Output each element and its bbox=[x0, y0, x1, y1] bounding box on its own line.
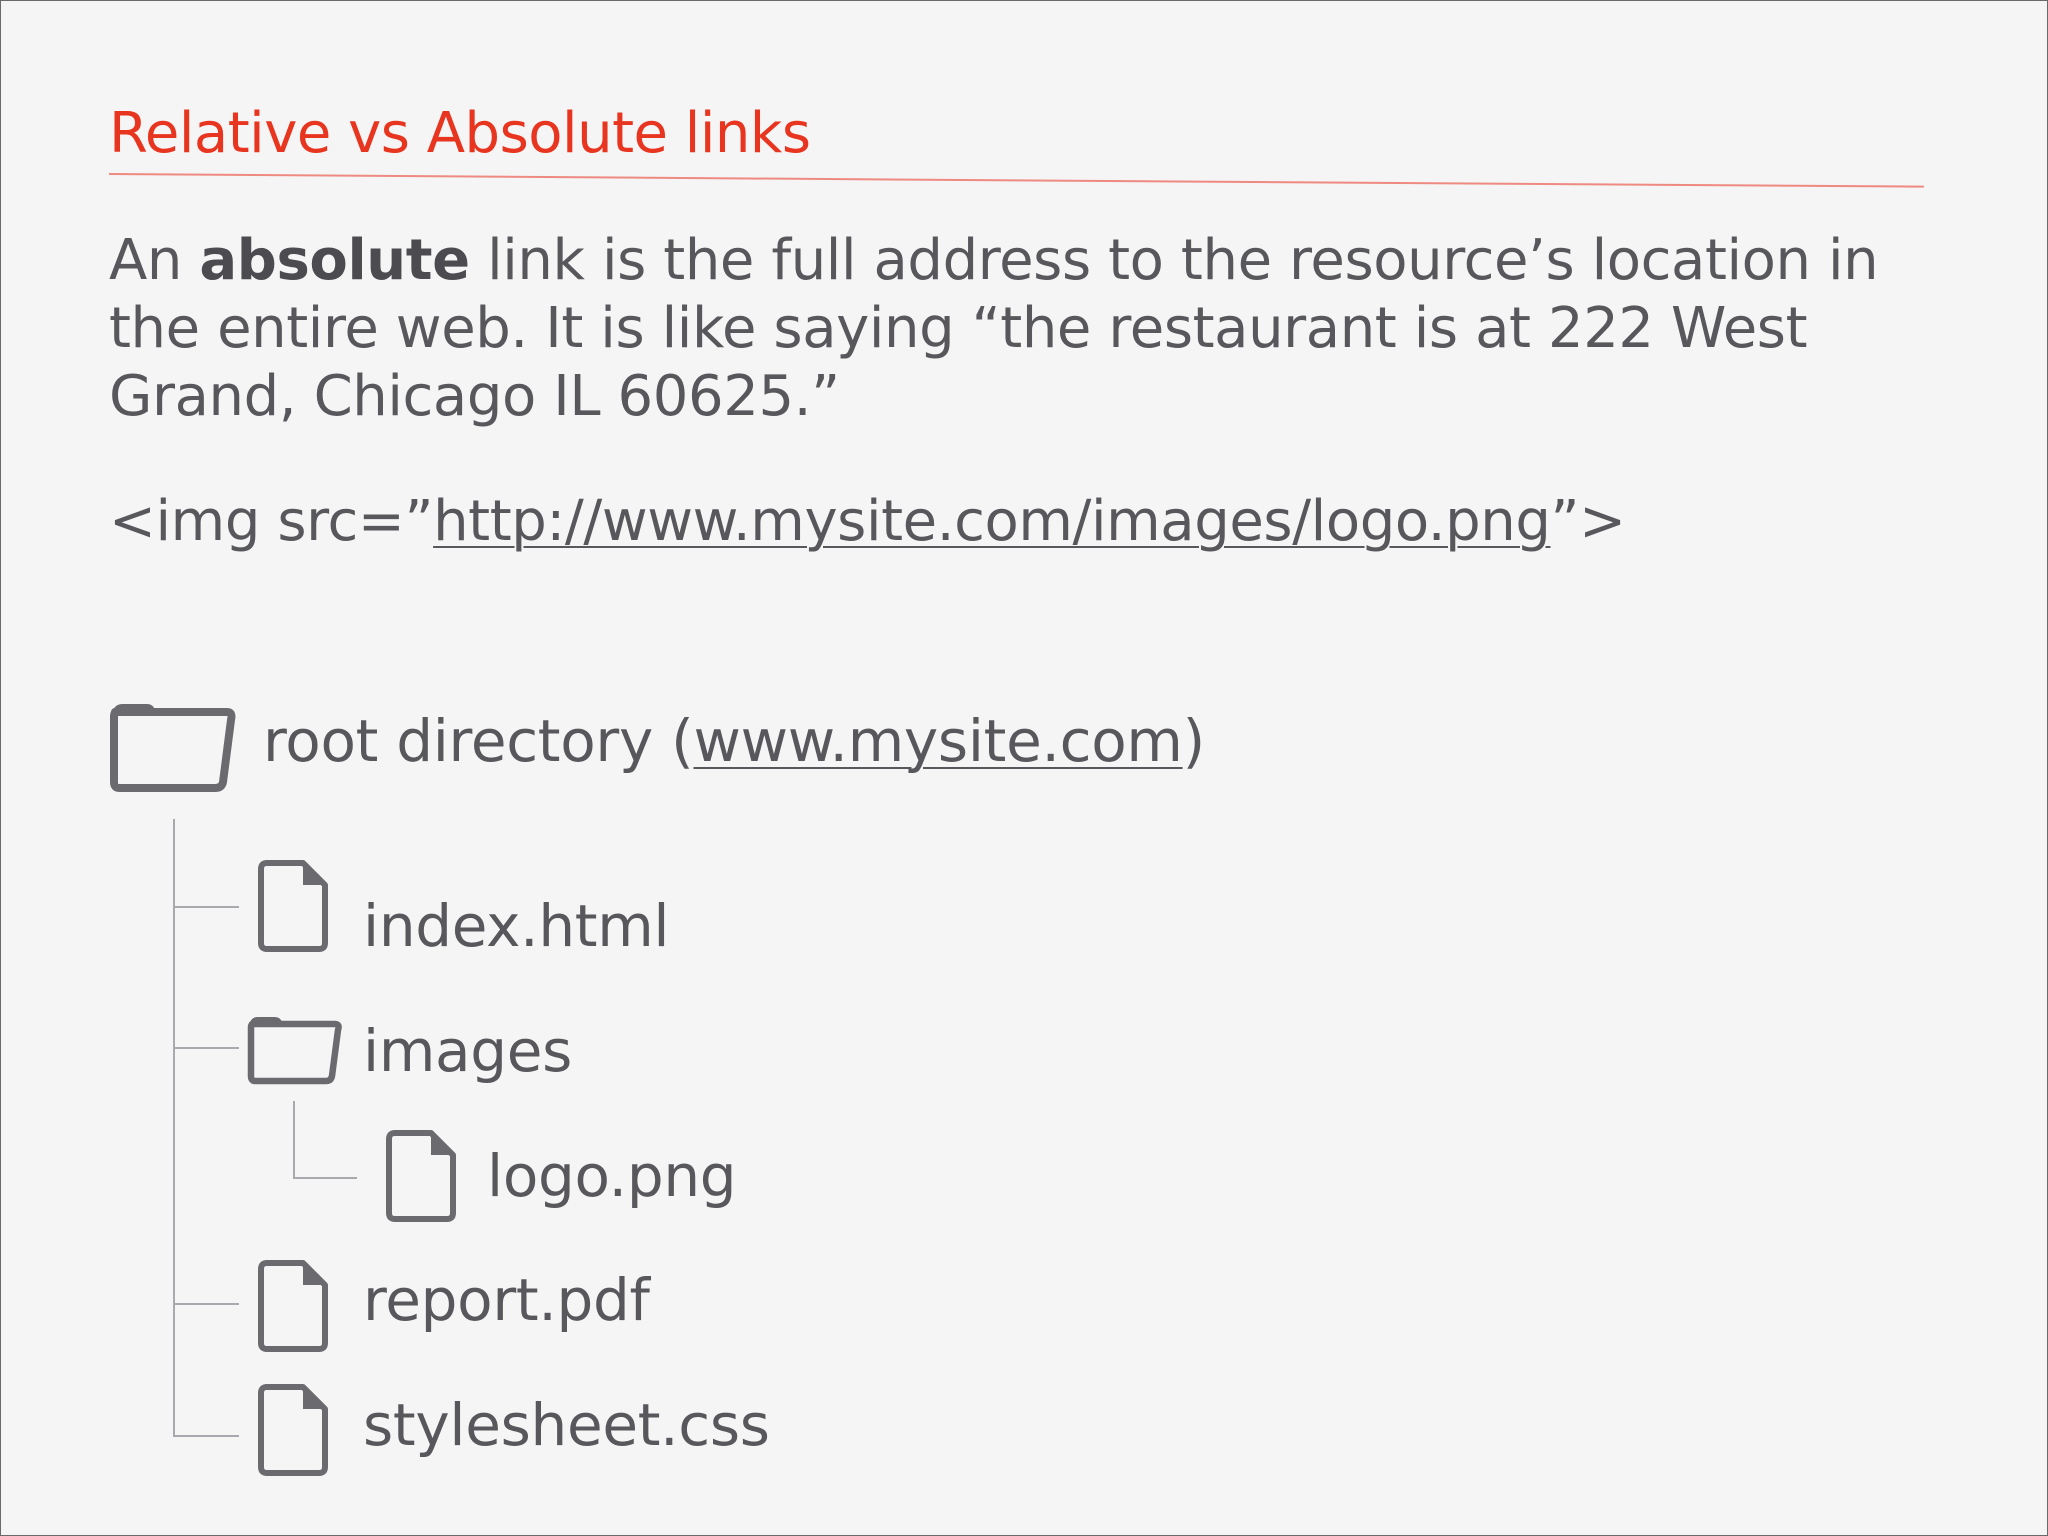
title-divider bbox=[108, 173, 1924, 188]
description-rest: link is the full address to the resource… bbox=[109, 228, 1879, 429]
tree-item-logo-png[interactable]: logo.png bbox=[487, 1142, 737, 1210]
description-prefix: An bbox=[109, 228, 200, 293]
tree-branch-report bbox=[173, 1303, 239, 1305]
root-directory-label: root directory (www.mysite.com) bbox=[263, 707, 1205, 775]
root-url-link[interactable]: www.mysite.com bbox=[693, 707, 1183, 775]
tree-trunk-line bbox=[173, 819, 175, 1437]
folder-icon bbox=[247, 1017, 342, 1085]
subtree-trunk-line bbox=[293, 1101, 295, 1179]
subtree-branch-logo bbox=[293, 1177, 357, 1179]
file-icon bbox=[258, 1260, 328, 1352]
tree-branch-images bbox=[173, 1047, 239, 1049]
root-label-suffix: ) bbox=[1182, 707, 1206, 775]
code-url-link[interactable]: http://www.mysite.com/images/logo.png bbox=[433, 489, 1551, 554]
tree-item-index-html[interactable]: index.html bbox=[363, 892, 670, 960]
code-example: <img src=”http://www.mysite.com/images/l… bbox=[109, 488, 1626, 556]
description-bold-term: absolute bbox=[199, 228, 470, 293]
file-icon bbox=[258, 860, 328, 952]
folder-icon bbox=[110, 704, 236, 792]
tree-item-images[interactable]: images bbox=[363, 1017, 573, 1085]
code-prefix: <img src=” bbox=[109, 489, 434, 554]
file-icon bbox=[258, 1384, 328, 1476]
tree-item-report-pdf[interactable]: report.pdf bbox=[363, 1266, 650, 1334]
tree-item-stylesheet-css[interactable]: stylesheet.css bbox=[363, 1391, 770, 1459]
root-label-prefix: root directory ( bbox=[263, 707, 694, 775]
file-icon bbox=[386, 1130, 456, 1222]
tree-branch-stylesheet bbox=[173, 1435, 239, 1437]
code-suffix: ”> bbox=[1550, 489, 1627, 554]
absolute-link-description: An absolute link is the full address to … bbox=[109, 227, 1929, 431]
slide-title: Relative vs Absolute links bbox=[109, 101, 811, 166]
tree-branch-index bbox=[173, 906, 239, 908]
